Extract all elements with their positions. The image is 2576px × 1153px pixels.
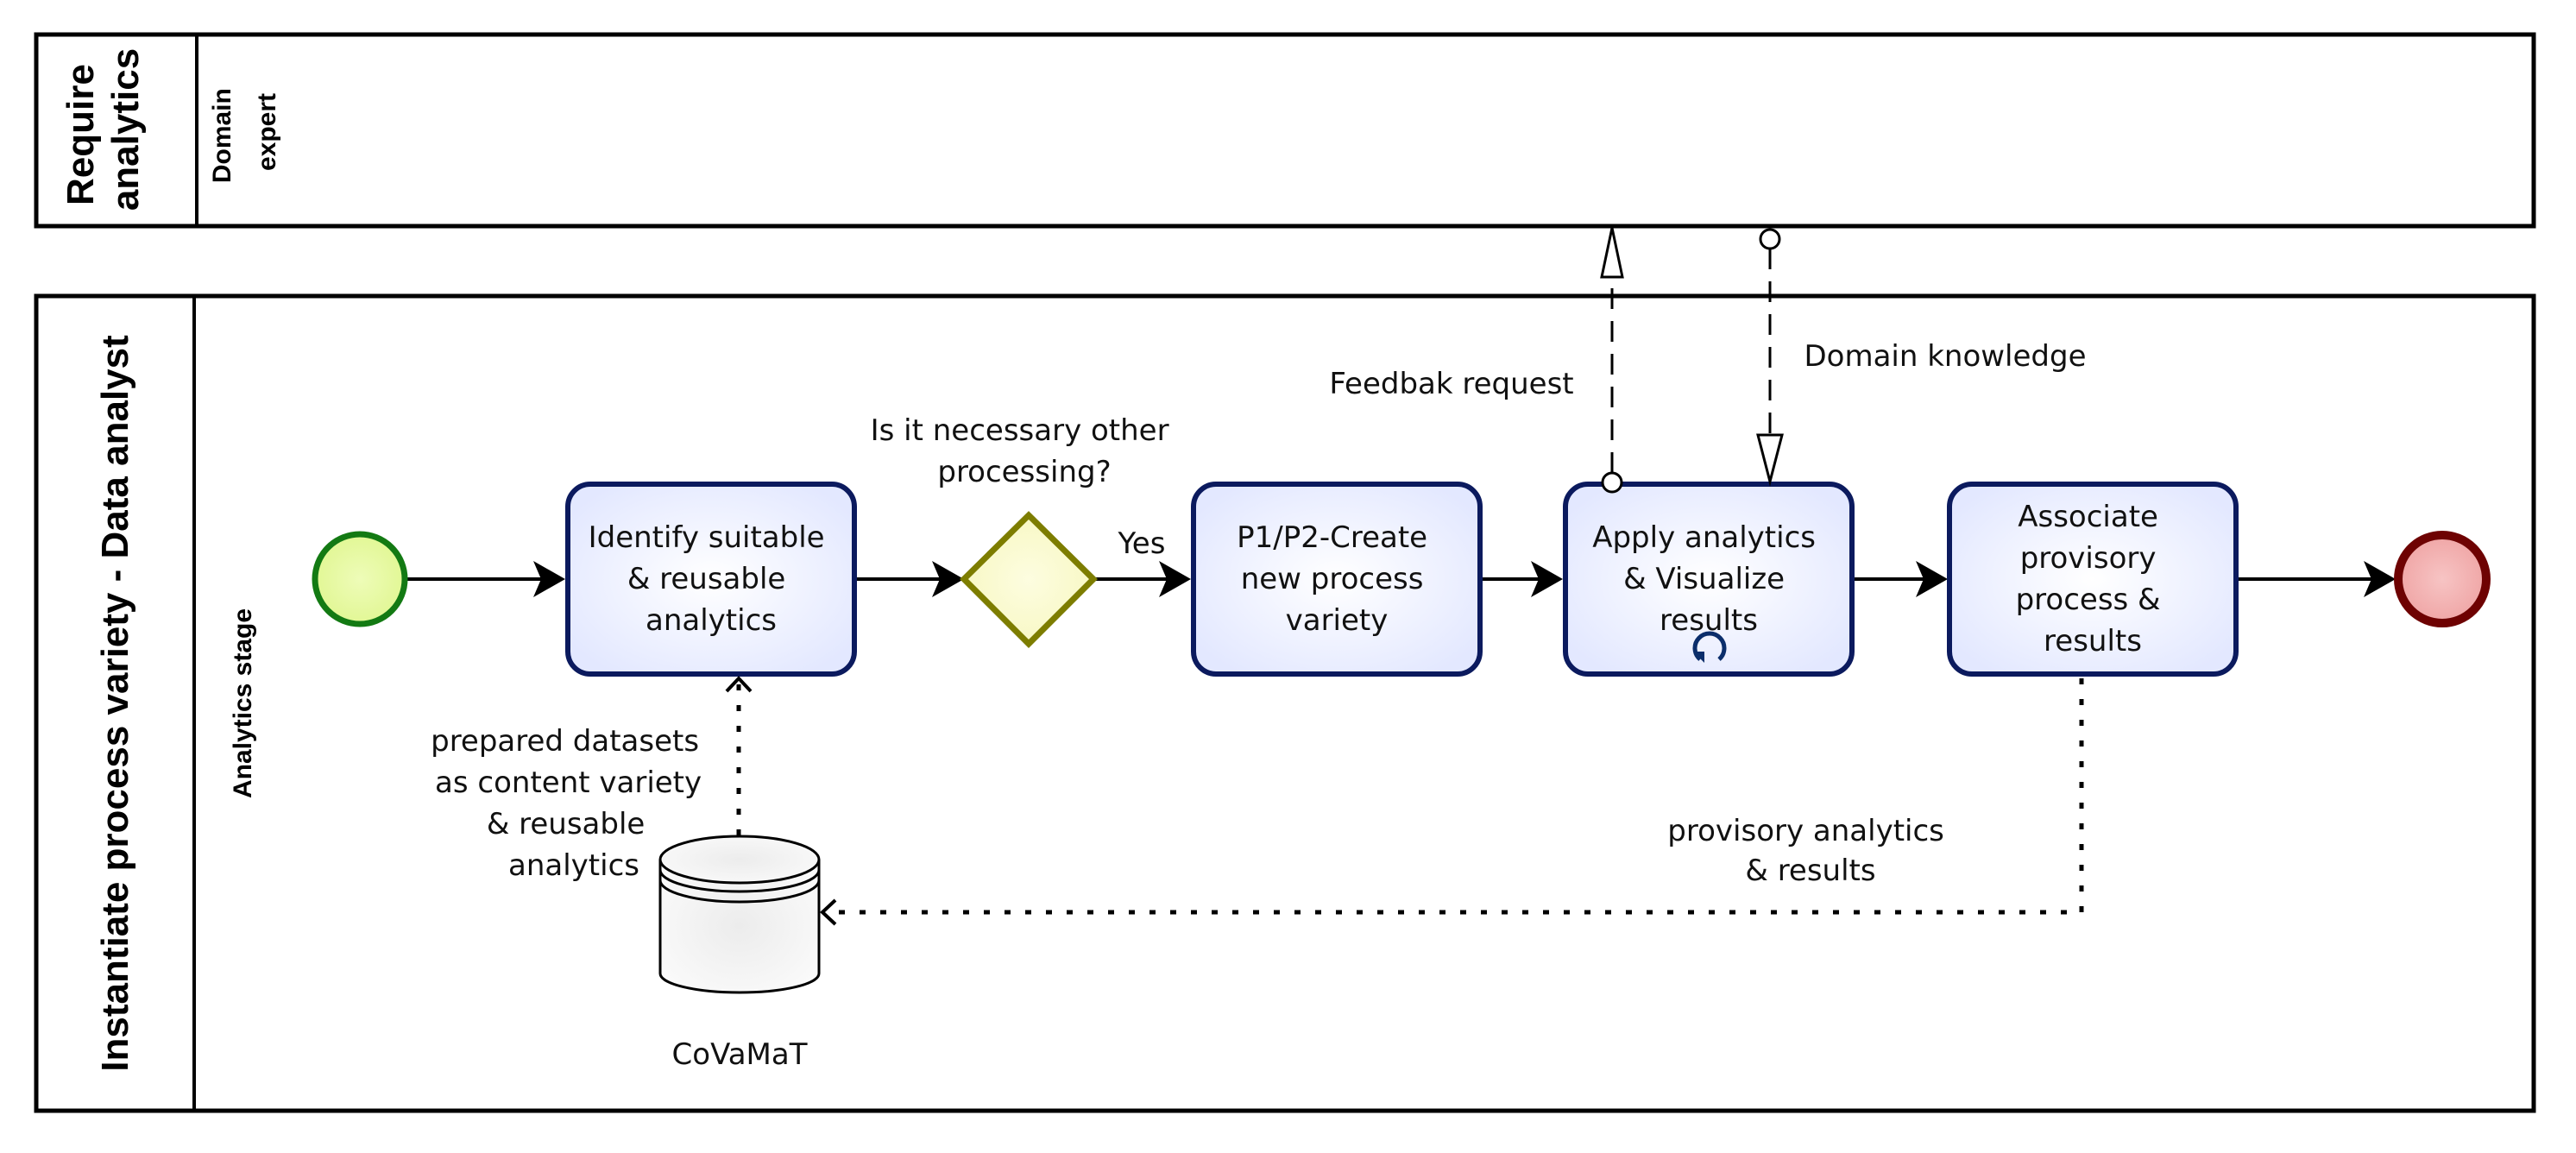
task-label-line: analytics (646, 603, 777, 638)
pool-title: Instantiate process variety - Data analy… (94, 335, 136, 1072)
arrowhead (1159, 561, 1191, 597)
arrowhead (1531, 561, 1563, 597)
task-box (1947, 482, 2239, 677)
pool-instantiate-process[interactable]: Instantiate process variety - Data analy… (34, 293, 2536, 1113)
pool-title-line: analytics (104, 48, 147, 211)
exclusive-gateway[interactable] (960, 511, 1098, 648)
pool-title-line: Require (60, 64, 102, 205)
data-store-covamat[interactable] (658, 835, 821, 994)
data-association-output[interactable] (820, 678, 2084, 926)
message-flow-label-feedback: Feedbak request (1329, 367, 1573, 401)
task-label: Associate provisory process & results (2016, 500, 2170, 658)
message-flow-arrow-icon (1600, 227, 1624, 279)
gateway-question-line: processing? (937, 455, 1111, 489)
message-flow-arrow-icon (1756, 433, 1784, 487)
task-box (1191, 482, 1483, 677)
message-flow-source-circle (1759, 228, 1781, 250)
lane-title-line: expert (253, 93, 281, 171)
task-identify[interactable]: Identify suitable & reusable analytics (565, 482, 857, 677)
gateway-diamond (960, 511, 1098, 648)
message-flow-source-circle (1601, 471, 1623, 494)
task-label-line: process & (2016, 583, 2161, 617)
association-label-line: & results (1745, 854, 1875, 888)
arrowhead (533, 561, 565, 597)
task-label-line: Apply analytics (1592, 520, 1816, 555)
arrowhead (2364, 561, 2396, 597)
pool-require-analytics[interactable]: Require analytics Domain expert (34, 32, 2536, 229)
data-store-ring (658, 869, 821, 893)
association-label-line: provisory analytics (1667, 814, 1944, 848)
association-label-line: prepared datasets (431, 724, 699, 759)
task-label-line: & reusable (627, 562, 786, 596)
association-label-line: & reusable (487, 807, 646, 841)
association-arrow-icon (725, 676, 753, 693)
task-label-line: Associate (2018, 500, 2158, 534)
gateway-yes-label: Yes (1118, 526, 1166, 561)
task-label: P1/P2-Create new process variety (1237, 520, 1437, 638)
gateway-question-line: Is it necessary other (871, 413, 1169, 448)
lane-title-analytics-stage: Analytics stage (229, 608, 257, 798)
arrowhead (932, 561, 964, 597)
loop-marker-icon (1692, 631, 1727, 663)
task-box (1563, 482, 1855, 677)
message-flow-feedback-request[interactable] (1600, 227, 1624, 494)
lane-title-domain-expert: Domain expert (208, 81, 281, 183)
end-event[interactable] (2394, 531, 2491, 627)
data-association-output-label: provisory analytics & results (1667, 814, 1953, 888)
data-association-input-label: prepared datasets as content variety & r… (431, 724, 711, 883)
sequence-arrowheads (533, 561, 2396, 597)
task-box (565, 482, 857, 677)
message-flow-domain-knowledge[interactable] (1756, 228, 1784, 487)
gateway-question-label: Is it necessary other processing? (871, 413, 1179, 489)
pool-border (34, 32, 2536, 229)
association-label-line: analytics (508, 848, 639, 883)
data-store-top (658, 835, 821, 885)
arrowhead (1916, 561, 1948, 597)
association-arrow-icon (820, 898, 837, 926)
task-label-line: variety (1286, 603, 1389, 638)
pool-border (34, 293, 2536, 1113)
task-label-line: provisory (2020, 541, 2157, 576)
association-line (825, 678, 2084, 915)
pool-title: Require analytics (60, 48, 147, 211)
task-label-line: Identify suitable (589, 520, 825, 555)
task-label-line: new process (1241, 562, 1424, 596)
task-apply[interactable]: Apply analytics & Visualize results (1563, 482, 1855, 677)
data-store-body (658, 860, 821, 994)
data-store-name: CoVaMaT (672, 1037, 808, 1072)
task-associate[interactable]: Associate provisory process & results (1947, 482, 2239, 677)
data-store-ring (658, 879, 821, 904)
task-label-line: results (2044, 624, 2142, 658)
task-create[interactable]: P1/P2-Create new process variety (1191, 482, 1483, 677)
association-label-line: as content variety (435, 766, 702, 800)
data-association-input[interactable] (725, 676, 753, 835)
lane-title-line: Domain (208, 88, 236, 183)
task-label-line: & Visualize (1623, 562, 1785, 596)
start-event[interactable] (312, 531, 408, 627)
task-label: Identify suitable & reusable analytics (589, 520, 835, 638)
task-label: Apply analytics & Visualize results (1592, 520, 1825, 638)
message-flow-label-domain-knowledge: Domain knowledge (1804, 339, 2086, 374)
task-label-line: P1/P2-Create (1237, 520, 1427, 555)
